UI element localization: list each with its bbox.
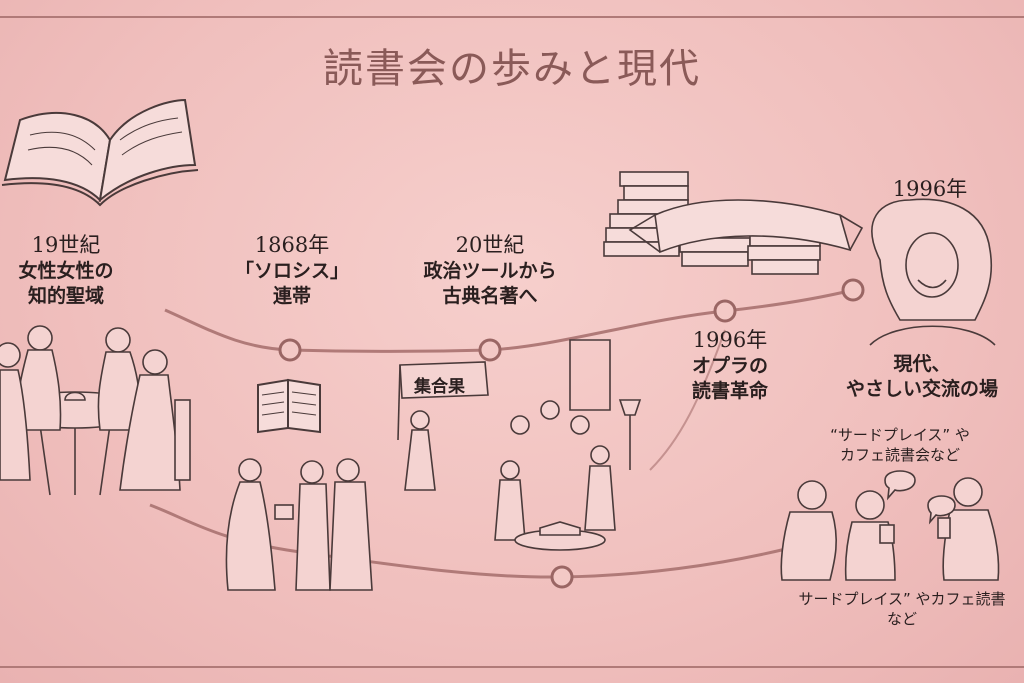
bottom-note-line2: など bbox=[886, 609, 917, 628]
timeline-node-1868 bbox=[278, 338, 302, 362]
event-year: 1996年 bbox=[692, 328, 768, 352]
book-stack-icon bbox=[603, 171, 864, 275]
rally-banner-text: 集合果 bbox=[414, 377, 465, 397]
sorosis-figures-icon bbox=[225, 458, 373, 591]
cafe-group-icon bbox=[780, 470, 1000, 581]
event-line2: 読書革命 bbox=[691, 379, 768, 402]
bottom-border bbox=[0, 666, 1024, 668]
event-1996-modern: 現代、 やさしい交流の場 bbox=[820, 352, 1024, 401]
event-line1: 現代、 bbox=[893, 353, 951, 375]
event-1996-oprah: 1996年 オプラの 読書革命 bbox=[670, 327, 790, 404]
event-line1: オプラの bbox=[691, 355, 768, 378]
event-year: 19世紀 bbox=[31, 233, 101, 257]
bottom-note: サードプレイス” やカフェ読書 など bbox=[780, 590, 1024, 629]
portrait-icon bbox=[869, 198, 996, 346]
top-border bbox=[0, 16, 1024, 18]
timeline-node-1996b bbox=[841, 278, 865, 302]
event-year: 1868年 bbox=[254, 233, 330, 257]
event-line2: 連帯 bbox=[272, 284, 311, 307]
event-line2: やさしい交流の場 bbox=[845, 377, 998, 400]
timeline-node-lower bbox=[550, 565, 574, 589]
modern-note-line1: “サードプレイス” や bbox=[830, 426, 970, 444]
small-book-icon bbox=[257, 378, 321, 434]
tea-party-icon bbox=[0, 325, 191, 496]
timeline-node-20c bbox=[478, 338, 502, 362]
event-line1: 政治ツールから bbox=[423, 260, 557, 283]
timeline-path-lower bbox=[149, 503, 791, 579]
event-year: 20世紀 bbox=[455, 233, 525, 257]
timeline-node-1996a bbox=[713, 299, 737, 323]
page-title: 読書会の歩みと現代 bbox=[323, 46, 701, 92]
event-line1: 「ソロシス」 bbox=[234, 260, 349, 283]
reading-group-icon bbox=[397, 339, 642, 551]
event-line2: 古典名著へ bbox=[442, 284, 538, 307]
event-20c: 20世紀 政治ツールから 古典名著へ bbox=[412, 232, 568, 309]
modern-note-line2: カフェ読書会など bbox=[839, 445, 960, 464]
event-19c: 19世紀 女性女性の 知的聖域 bbox=[0, 232, 132, 309]
event-line1: 女性女性の bbox=[18, 260, 114, 283]
bottom-note-line1: サードプレイス” やカフェ読書 bbox=[798, 590, 1006, 608]
open-book-icon bbox=[1, 98, 199, 207]
event-1868: 1868年 「ソロシス」 連帯 bbox=[232, 232, 352, 309]
event-1996-modern-year: 1996年 bbox=[892, 177, 968, 201]
modern-note: “サードプレイス” や カフェ読書会など bbox=[800, 426, 1000, 465]
event-line2: 知的聖域 bbox=[27, 284, 104, 307]
